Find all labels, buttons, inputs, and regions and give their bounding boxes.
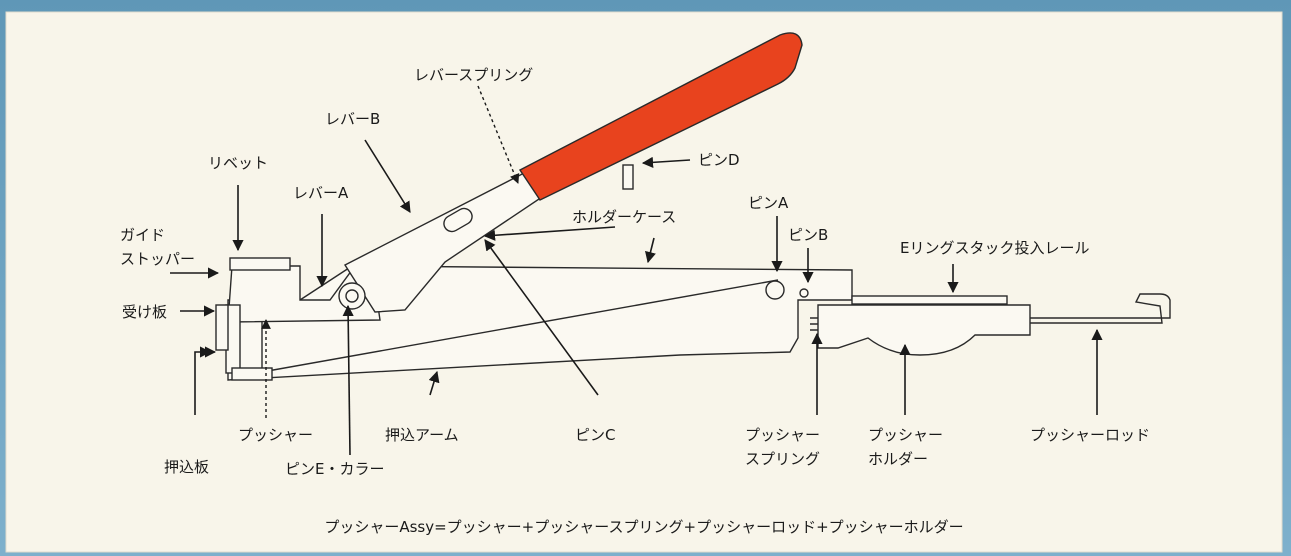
label-lever-b: レバーB xyxy=(325,110,380,128)
label-pusher: プッシャー xyxy=(238,426,313,444)
label-rivet: リベット xyxy=(208,154,268,172)
pusher-spring-shape xyxy=(810,317,818,331)
pin-c-shape xyxy=(443,207,473,233)
pusher-shape xyxy=(231,367,273,381)
pin-b-shape xyxy=(799,288,809,298)
pin-d-shape xyxy=(622,164,634,190)
label-pin-e-collar: ピンE・カラー xyxy=(285,460,384,478)
pusher-holder-shape xyxy=(817,304,1031,356)
label-pusher-spring-2: スプリング xyxy=(745,450,820,468)
label-lever-a: レバーA xyxy=(293,184,349,202)
e-ring-rail-shape xyxy=(851,295,1008,305)
lever-grip-shape xyxy=(518,32,803,201)
arrows xyxy=(170,85,1103,456)
label-lever-spring: レバースプリング xyxy=(414,66,533,84)
labels: レバースプリング レバーB ピンD リベット レバーA ホルダーケース ピンA … xyxy=(120,66,1150,478)
label-pin-a: ピンA xyxy=(748,194,789,212)
guide-stopper-shape xyxy=(229,257,291,271)
label-pusher-spring-1: プッシャー xyxy=(745,426,820,444)
label-push-plate: 押込板 xyxy=(164,458,209,476)
label-e-ring-rail: Eリングスタック投入レール xyxy=(900,239,1089,257)
push-plate-shape xyxy=(215,304,229,351)
label-push-arm: 押込アーム xyxy=(385,426,459,444)
tool-drawing xyxy=(215,32,1171,381)
label-pusher-rod: プッシャーロッド xyxy=(1030,426,1150,444)
caption: プッシャーAssy=プッシャー+プッシャースプリング+プッシャーロッド+プッシャ… xyxy=(324,518,963,536)
label-pin-b: ピンB xyxy=(788,226,828,244)
label-pusher-holder-1: プッシャー xyxy=(868,426,943,444)
label-receiving-plate: 受け板 xyxy=(122,303,167,321)
label-guide-stopper-1: ガイド xyxy=(120,226,165,244)
pin-a-shape xyxy=(765,280,785,300)
label-guide-stopper-2: ストッパー xyxy=(120,250,195,268)
pusher-rod-shape xyxy=(1030,293,1171,324)
label-pusher-holder-2: ホルダー xyxy=(868,450,928,468)
label-pin-c: ピンC xyxy=(575,426,615,444)
label-holder-case: ホルダーケース xyxy=(572,208,676,226)
label-pin-d: ピンD xyxy=(698,151,740,169)
